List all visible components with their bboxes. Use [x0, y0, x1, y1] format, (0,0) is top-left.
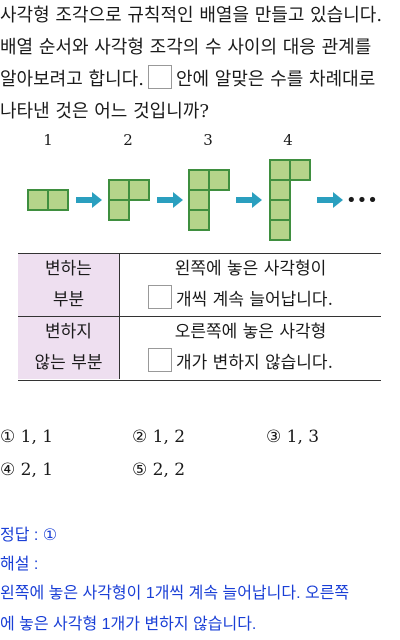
arrow-icon: [317, 192, 343, 208]
table-row-changing: 변하는 부분 왼쪽에 놓은 사각형이 개씩 계속 늘어납니다.: [18, 254, 381, 317]
pattern-square-stage-2: [128, 179, 150, 201]
body-line: 오른쪽에 놓은 사각형: [174, 322, 327, 342]
pattern-square-stage-4: [269, 219, 291, 241]
body-line: 개가 변하지 않습니다.: [120, 348, 381, 379]
stage-number-3: 3: [203, 131, 213, 149]
body-line: 개씩 계속 늘어납니다.: [120, 285, 381, 316]
pattern-square-stage-3: [188, 189, 210, 211]
choice-1[interactable]: ① 1, 1: [0, 427, 54, 447]
head-line: 변하지: [45, 322, 92, 342]
blank-box: [147, 65, 172, 89]
question-line-3b: 안에 알맞은 수를 차례대로: [175, 69, 376, 90]
ellipsis: •••: [346, 190, 378, 211]
pattern-square-stage-3: [188, 209, 210, 231]
table-body-unchanging: 오른쪽에 놓은 사각형 개가 변하지 않습니다.: [120, 317, 381, 379]
choice-4[interactable]: ④ 2, 1: [0, 460, 54, 480]
body-line-text: 개가 변하지 않습니다.: [176, 353, 333, 373]
pattern-square-stage-1: [47, 189, 69, 211]
pattern-square-stage-4: [269, 159, 291, 181]
pattern-square-stage-4: [269, 199, 291, 221]
pattern-square-stage-3: [188, 169, 210, 191]
arrow-icon: [76, 192, 102, 208]
pattern-square-stage-2: [108, 199, 130, 221]
explanation-text: 왼쪽에 놓은 사각형이 1개씩 계속 늘어납니다. 오른쪽 에 놓은 사각형 1…: [0, 578, 400, 640]
choice-5[interactable]: ⑤ 2, 2: [132, 460, 186, 480]
head-line: 부분: [52, 290, 85, 310]
table-row-unchanging: 변하지 않는 부분 오른쪽에 놓은 사각형 개가 변하지 않습니다.: [18, 317, 381, 379]
head-line: 변하는: [45, 259, 92, 279]
table-head-unchanging: 변하지 않는 부분: [18, 317, 120, 379]
stage-number-1: 1: [43, 131, 53, 149]
question-line-3: 알아보려고 합니다. 안에 알맞은 수를 차례대로: [0, 64, 400, 96]
question-line-1: 사각형 조각으로 규칙적인 배열을 만들고 있습니다.: [0, 5, 383, 26]
pattern-squares: [27, 159, 311, 241]
pattern-square-stage-2: [108, 179, 130, 201]
pattern-square-stage-4: [269, 179, 291, 201]
body-line-text: 개씩 계속 늘어납니다.: [176, 290, 333, 310]
correspondence-table: 변하는 부분 왼쪽에 놓은 사각형이 개씩 계속 늘어납니다. 변하지 않는 부…: [18, 253, 381, 381]
choice-2[interactable]: ② 1, 2: [132, 427, 186, 447]
explanation-line-1: 왼쪽에 놓은 사각형이 1개씩 계속 늘어납니다. 오른쪽: [0, 585, 350, 602]
pattern-square-stage-4: [289, 159, 311, 181]
stage-number-2: 2: [123, 131, 133, 149]
blank-box: [148, 348, 172, 372]
arrow-icon: [157, 192, 183, 208]
stage-number-4: 4: [283, 131, 293, 149]
arrow-icon: [236, 192, 262, 208]
pattern-square-stage-3: [208, 169, 230, 191]
body-line: 왼쪽에 놓은 사각형이: [174, 259, 327, 279]
question-line-2: 배열 순서와 사각형 조각의 수 사이의 대응 관계를: [0, 37, 372, 58]
choice-3[interactable]: ③ 1, 3: [266, 427, 320, 447]
explanation-label: 해설 :: [0, 556, 39, 573]
head-line: 않는 부분: [34, 353, 103, 373]
question-line-4: 나타낸 것은 어느 것입니까?: [0, 101, 209, 122]
pattern-figure: •••: [27, 159, 378, 241]
question-text: 사각형 조각으로 규칙적인 배열을 만들고 있습니다. 배열 순서와 사각형 조…: [0, 0, 400, 128]
blank-box: [148, 285, 172, 309]
table-head-changing: 변하는 부분: [18, 254, 120, 316]
question-line-3a: 알아보려고 합니다.: [0, 69, 144, 90]
table-body-changing: 왼쪽에 놓은 사각형이 개씩 계속 늘어납니다.: [120, 254, 381, 316]
answer-label: 정답 : ①: [0, 527, 58, 544]
pattern-square-stage-1: [27, 189, 49, 211]
explanation-line-2: 에 놓은 사각형 1개가 변하지 않습니다.: [0, 616, 257, 633]
